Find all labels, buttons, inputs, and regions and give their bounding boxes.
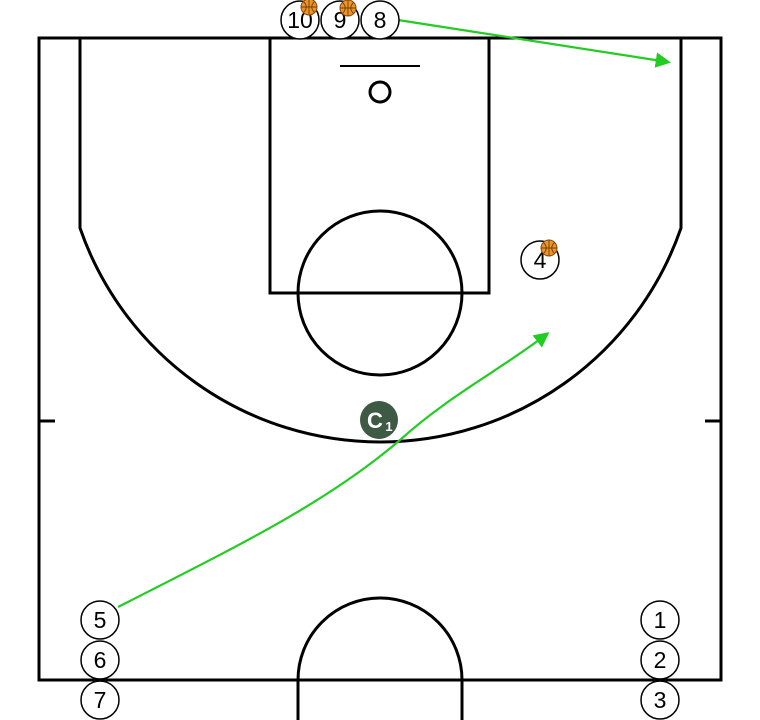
player-3-circle (640, 680, 680, 720)
player-2: 2 (640, 640, 680, 680)
court-lines (37, 36, 723, 720)
movement-arrows (117, 18, 672, 608)
player-3-number: 3 (654, 687, 667, 713)
player-1-number: 1 (654, 607, 667, 633)
player-3: 3 (640, 680, 680, 720)
coach-marker: C 1 (360, 401, 398, 439)
movement-arrow-5 (117, 332, 550, 608)
player-8-circle (360, 0, 400, 40)
basketballs (300, 0, 558, 257)
free-throw-circle (296, 209, 464, 377)
basketball-icon (339, 0, 357, 17)
player-2-circle (640, 640, 680, 680)
players: 10 9 8 4 5 6 7 1 (80, 0, 680, 720)
player-8: 8 (360, 0, 400, 40)
basket-rim (368, 80, 392, 104)
player-6-circle (80, 640, 120, 680)
player-5: 5 (80, 600, 120, 640)
player-7: 7 (80, 680, 120, 720)
three-point-line (78, 38, 683, 444)
basketball-icon (300, 0, 318, 16)
free-throw-lane (268, 36, 491, 295)
player-1-circle (640, 600, 680, 640)
center-circle-lower (296, 680, 464, 720)
coach-circle (360, 401, 398, 439)
center-circle (296, 596, 464, 681)
player-2-number: 2 (654, 647, 667, 673)
player-6-number: 6 (94, 647, 107, 673)
coach-label: C (367, 408, 383, 433)
player-7-number: 7 (94, 687, 107, 713)
player-5-number: 5 (94, 607, 107, 633)
coach-index: 1 (385, 419, 392, 434)
movement-arrow-8 (397, 18, 672, 68)
player-5-circle (80, 600, 120, 640)
basketball-icon (540, 239, 558, 257)
player-1: 1 (640, 600, 680, 640)
player-8-number: 8 (374, 7, 387, 33)
player-7-circle (80, 680, 120, 720)
player-6: 6 (80, 640, 120, 680)
court-boundary (37, 36, 723, 682)
